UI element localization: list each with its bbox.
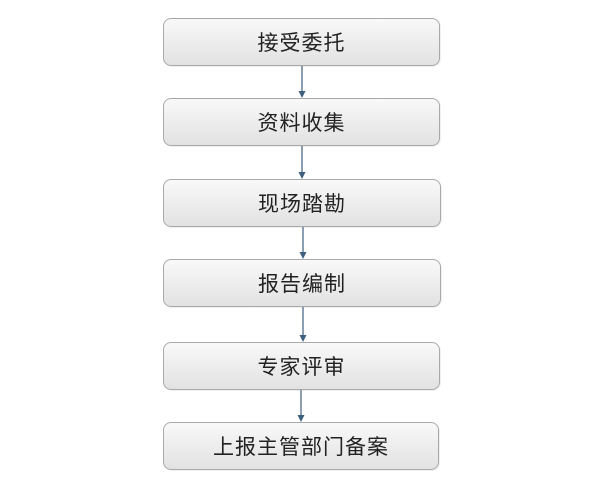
step-label: 现场踏勘 xyxy=(258,192,346,216)
step-report-filing: 上报主管部门备案 xyxy=(163,422,439,470)
arrow-step5-to-step6 xyxy=(297,390,305,422)
step-data-collection: 资料收集 xyxy=(163,98,440,146)
step-label: 接受委托 xyxy=(257,31,346,55)
arrow-step1-to-step2 xyxy=(298,66,306,98)
arrow-step4-to-step5 xyxy=(299,307,307,342)
step-label: 资料收集 xyxy=(257,111,346,135)
arrow-step3-to-step4 xyxy=(299,227,307,259)
step-expert-review: 专家评审 xyxy=(163,342,440,390)
step-label: 上报主管部门备案 xyxy=(213,435,389,459)
step-label: 专家评审 xyxy=(257,355,346,379)
step-label: 报告编制 xyxy=(258,272,346,296)
step-report-compilation: 报告编制 xyxy=(163,259,441,307)
step-site-survey: 现场踏勘 xyxy=(163,179,441,227)
arrow-step2-to-step3 xyxy=(298,146,306,179)
step-accept-commission: 接受委托 xyxy=(163,18,440,66)
